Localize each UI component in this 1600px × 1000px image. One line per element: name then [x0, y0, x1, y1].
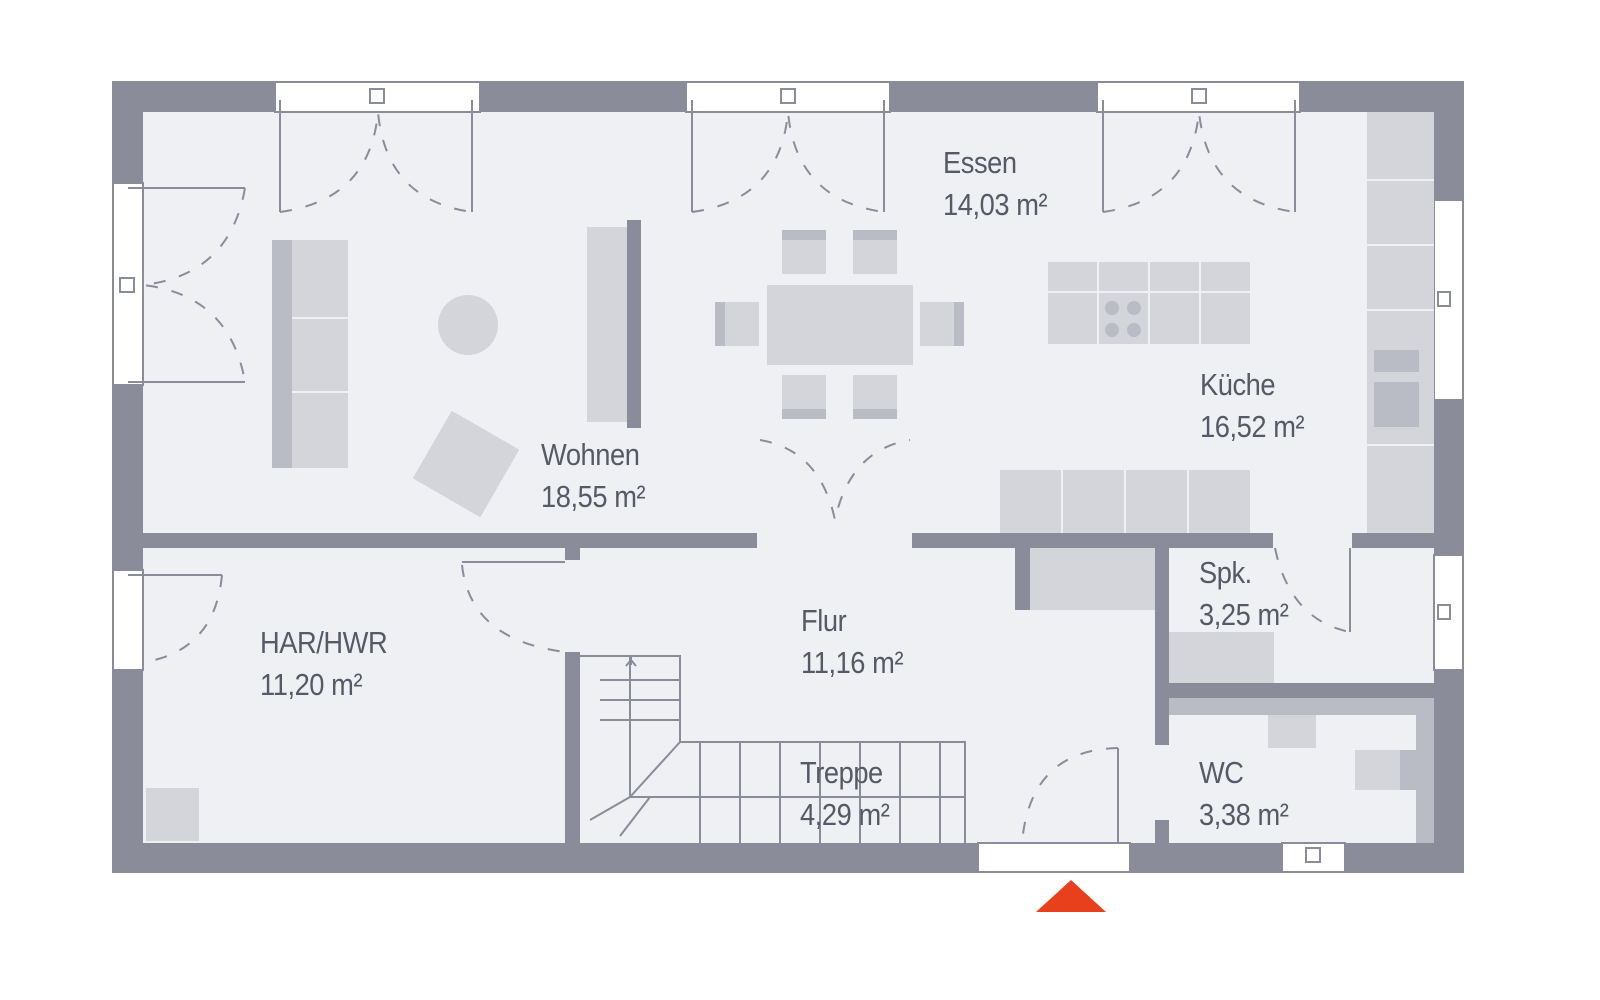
windows: [112, 81, 1464, 873]
interior-walls: [143, 533, 1434, 843]
room-label-spk: Spk.3,25 m²: [1199, 555, 1289, 632]
entrance-marker: [1036, 880, 1106, 912]
door-swings: [128, 100, 1351, 844]
stairs: [580, 655, 966, 843]
furniture: [146, 112, 1434, 843]
